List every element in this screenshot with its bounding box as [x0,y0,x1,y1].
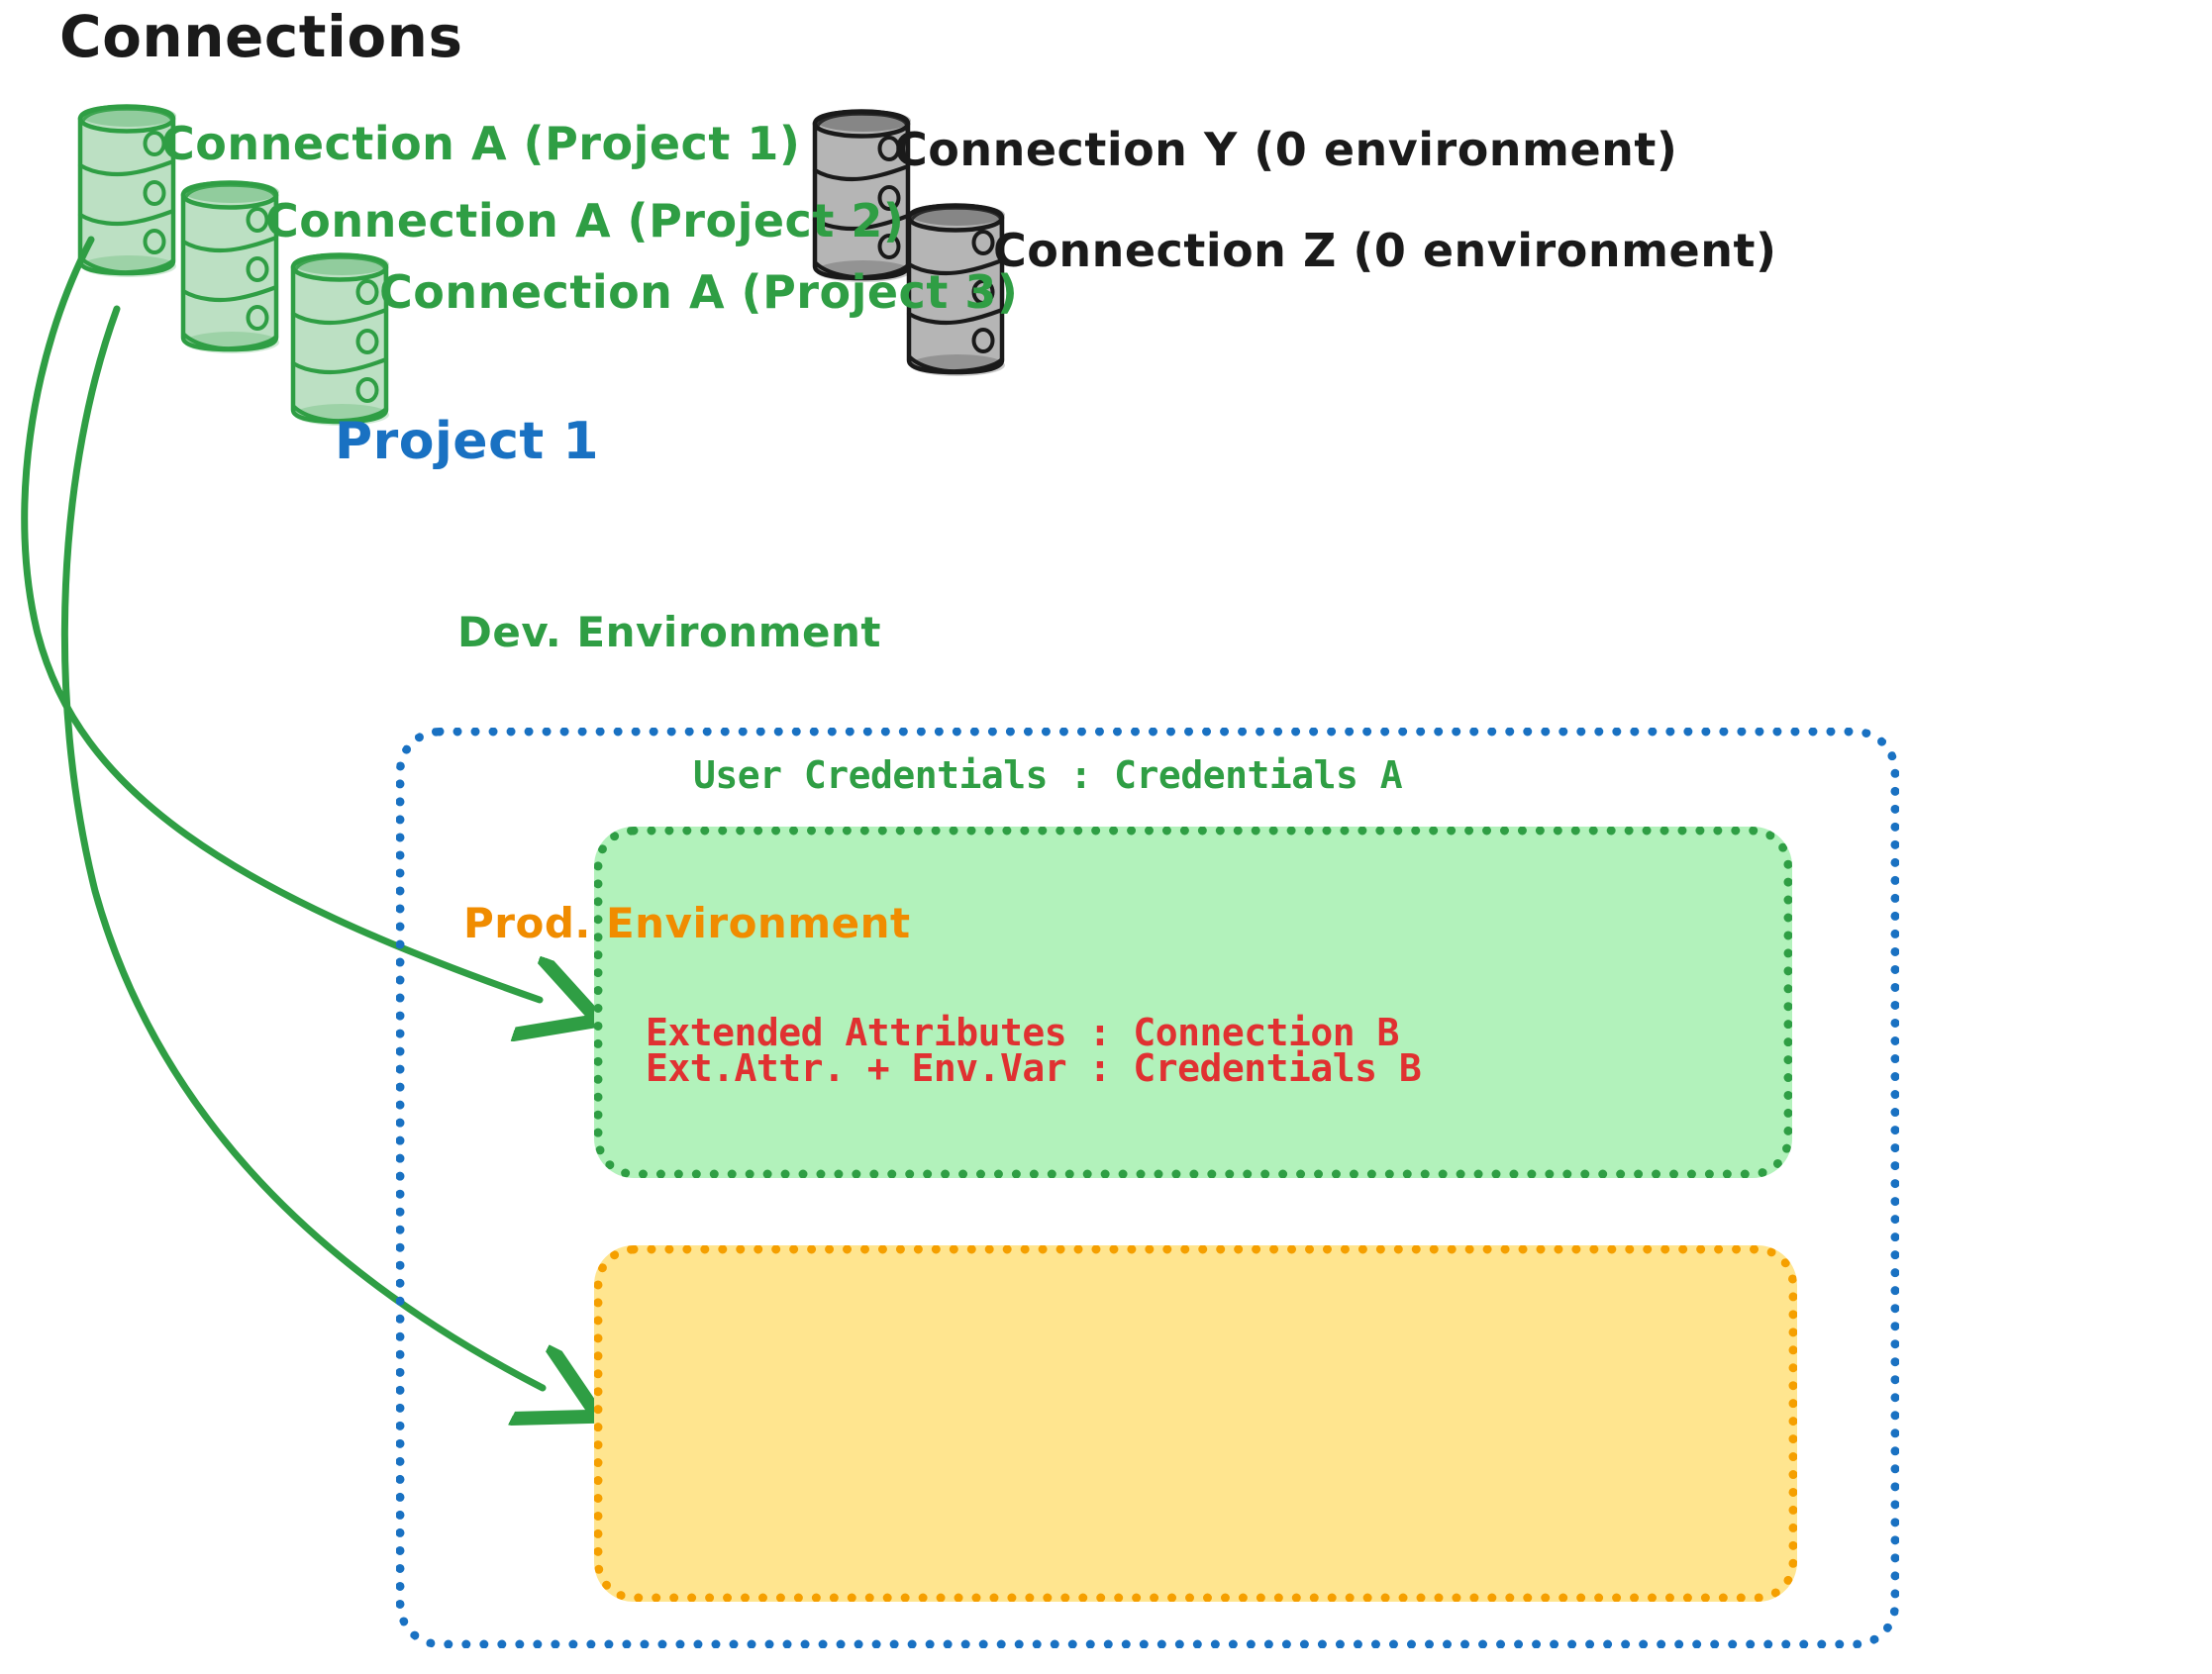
prod-environment-title: Prod. Environment [463,899,911,947]
dev-environment-entry-user-credentials: User Credentials : Credentials A [693,753,1403,797]
label-connection-z: Connection Z (0 environment) [993,224,1777,277]
label-connection-y: Connection Y (0 environment) [894,123,1678,176]
project-title: Project 1 [335,412,600,471]
label-connection-a-project-2: Connection A (Project 2) [265,194,905,247]
page-title-connections: Connections [59,3,463,70]
prod-environment-box[interactable] [594,1245,1797,1602]
label-connection-a-project-3: Connection A (Project 3) [379,265,1019,319]
project-1-container [396,728,1899,1648]
database-cylinder-icon-connection-a-project-3[interactable] [292,253,389,426]
dev-environment-box[interactable] [594,827,1792,1178]
dev-environment-title: Dev. Environment [457,608,881,656]
arrow-connection-a-to-dev-env [21,236,540,1000]
label-connection-a-project-1: Connection A (Project 1) [161,117,801,170]
arrow-connection-a-to-prod-env [60,305,543,1388]
prod-environment-entry-ext-attr-env-var: Ext.Attr. + Env.Var : Credentials B [646,1046,1422,1090]
prod-environment-entry-extended-attributes: Extended Attributes : Connection B [646,1011,1399,1054]
